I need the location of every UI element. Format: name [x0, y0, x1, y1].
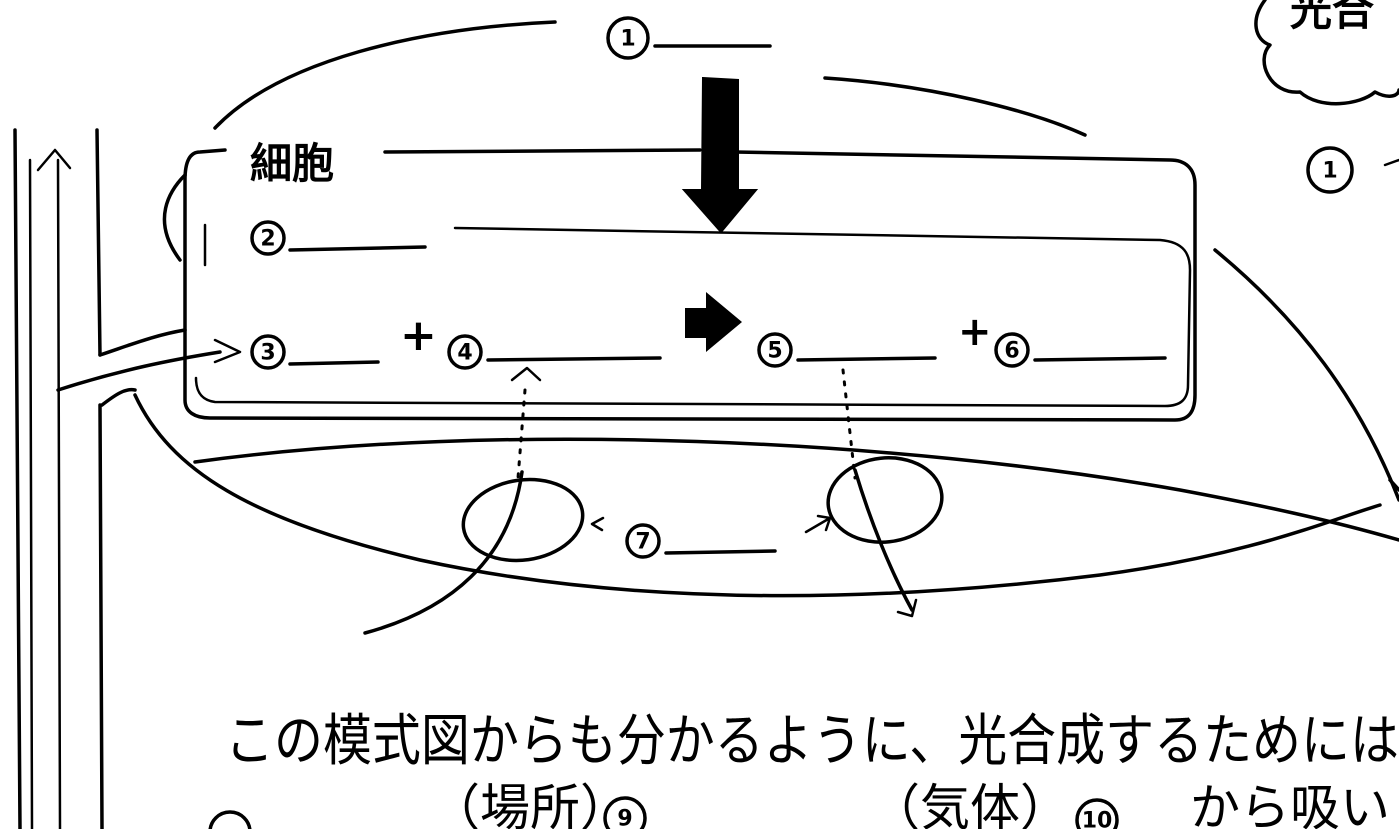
sentence-line-1: この模式図からも分かるように、光合成するためには — [225, 709, 1399, 774]
answer-line-6 — [1033, 356, 1167, 362]
svg-text:2: 2 — [260, 227, 275, 252]
marker-1-right: 1 — [1306, 146, 1354, 194]
plus-sign-2: + — [958, 309, 992, 355]
marker-5: 5 — [757, 332, 793, 368]
sunlight-arc-left — [213, 20, 557, 130]
marker-3: 3 — [250, 334, 286, 370]
plus-sign-1: + — [400, 310, 437, 361]
marker-1-text: 1 — [620, 27, 635, 52]
stem-inner-right — [56, 158, 62, 831]
answer-line-3 — [288, 360, 380, 366]
leaf-right-vein-2 — [1388, 478, 1399, 492]
leaf-lower-edge — [133, 393, 1382, 598]
light-arrow — [681, 76, 759, 234]
stoma-left — [461, 477, 585, 563]
leaf-right-vein — [1213, 248, 1399, 502]
stem-arrow-up — [36, 148, 72, 172]
stem-outer-left — [13, 128, 22, 831]
marker-2: 2 — [250, 220, 286, 256]
answer-line-4 — [486, 356, 662, 362]
svg-text:1: 1 — [1322, 159, 1337, 184]
svg-text:3: 3 — [260, 341, 275, 366]
sentence-place-label: （場所） — [430, 779, 630, 829]
marker-6: 6 — [994, 332, 1030, 368]
svg-text:4: 4 — [457, 341, 472, 366]
answer-line-7 — [664, 549, 777, 555]
cell-label: 細胞 — [250, 139, 334, 188]
leaf-upper-edge — [193, 437, 1399, 542]
svg-text:9: 9 — [617, 807, 632, 830]
sunlight-arc-right — [823, 76, 1087, 137]
svg-text:6: 6 — [1004, 339, 1019, 364]
sentence-gas-label: （気体） — [870, 779, 1070, 829]
dotted-link-4 — [516, 388, 527, 480]
arrow-to-stoma-right — [804, 514, 832, 534]
marker-1: 1 — [606, 16, 650, 60]
stem-lower-right — [98, 403, 104, 831]
answer-line-2 — [288, 245, 427, 252]
sentence-absorb-text: から吸い — [1190, 779, 1390, 829]
arrow-into-3 — [213, 338, 242, 364]
marker-4: 4 — [447, 334, 483, 370]
leaf-left-arc — [162, 173, 187, 262]
stoma-left-line — [363, 470, 524, 635]
cell-outer — [183, 148, 1197, 422]
stoma-right — [826, 456, 944, 544]
stem-outer-right — [95, 128, 102, 357]
cell-inner — [194, 226, 1192, 408]
petiole-upper — [98, 328, 187, 357]
marker-10: 10 — [1075, 798, 1119, 833]
arrow-to-stoma-left — [590, 516, 605, 532]
answer-line-5 — [796, 356, 937, 362]
stoma-right-line — [853, 468, 914, 612]
arrow-out-right — [896, 598, 918, 618]
petiole-bottom — [100, 387, 137, 407]
svg-text:7: 7 — [635, 530, 650, 555]
marker-9: 9 — [603, 796, 647, 833]
cell-top-line — [383, 148, 702, 154]
reaction-arrow — [685, 292, 742, 352]
sentence-line-2: （場所） 9 （気体） 10 から吸い — [208, 779, 1390, 833]
arrow-up-4 — [510, 366, 542, 382]
marker-7: 7 — [625, 523, 661, 559]
cloud-text: 光合 — [1290, 0, 1374, 35]
marker-1-right-tick — [1383, 158, 1399, 167]
cloud-shape — [1254, 0, 1399, 106]
petiole-lower — [56, 350, 222, 392]
dotted-link-5 — [841, 368, 857, 480]
svg-text:10: 10 — [1082, 809, 1113, 830]
svg-text:5: 5 — [767, 339, 782, 364]
stem-inner-left — [28, 158, 34, 831]
